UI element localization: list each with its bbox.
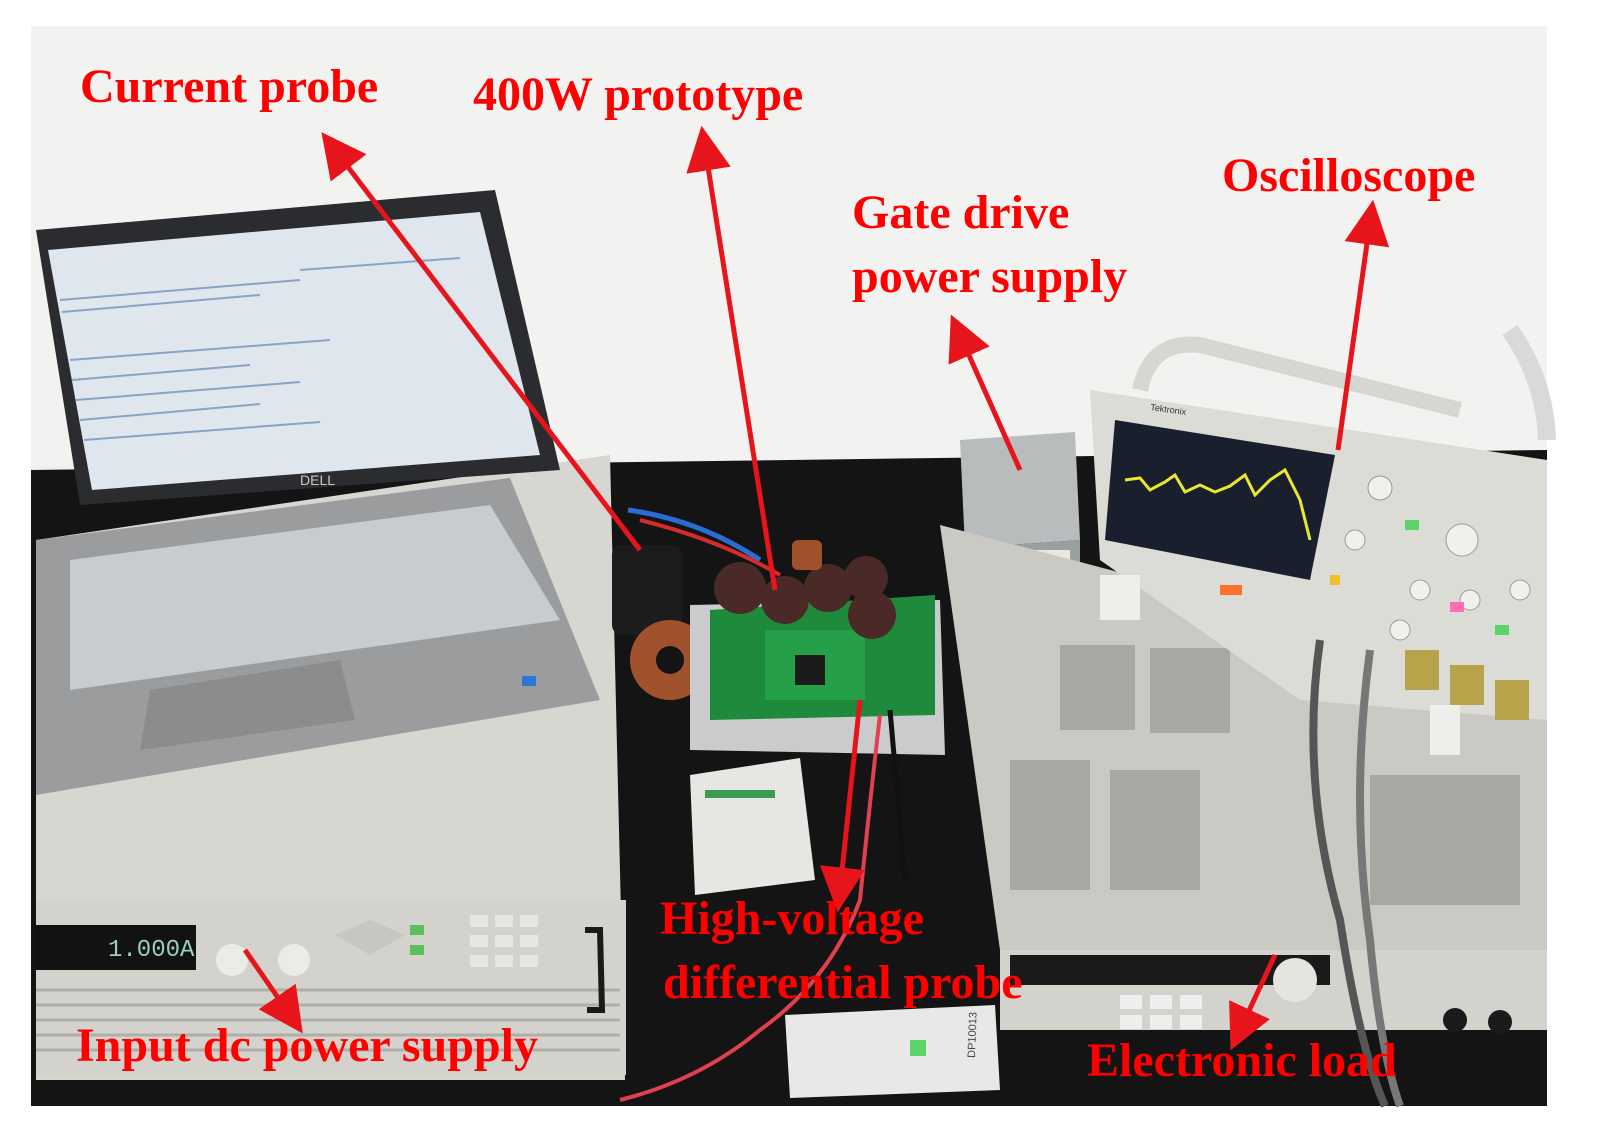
arrow-input-supply (242, 948, 303, 1034)
dp-probe-led (910, 1040, 926, 1056)
hv-probe-black-lead (887, 709, 908, 881)
capacitor-2 (761, 576, 809, 624)
laptop-screen-code-lines (59, 257, 461, 441)
load-knob (1273, 958, 1317, 1002)
load-terminal-2 (1488, 1010, 1512, 1034)
hv-probe-red-lead (619, 714, 882, 1102)
laptop-touchpad (140, 660, 355, 750)
scope-probe-cable-1 (1309, 639, 1389, 1108)
gate-supply-top (960, 432, 1080, 548)
load-vent-4 (1110, 770, 1200, 890)
load-terminal-1 (1443, 1008, 1467, 1032)
scope-handle (1132, 336, 1462, 418)
supply-knob-left (216, 944, 248, 976)
scope-foot-right (1430, 705, 1460, 755)
scope-screen (1105, 420, 1335, 580)
laptop: DELL (36, 190, 600, 795)
load-keypad (1120, 995, 1202, 1029)
label-oscilloscope: Oscilloscope (1222, 149, 1476, 202)
label-gate-drive-line1: Gate drive (852, 186, 1070, 239)
capacitor-1 (714, 562, 766, 614)
supply-keypad (410, 915, 538, 967)
supply-display-text: 1.000A (108, 937, 195, 964)
capacitor-5 (848, 591, 896, 639)
dp-probe-model: DP10013 (966, 1012, 980, 1058)
scope-foot-left (1100, 575, 1140, 620)
label-electronic-load: Electronic load (1087, 1034, 1397, 1087)
label-prototype: 400W prototype (473, 68, 804, 121)
load-vent-1 (1060, 645, 1135, 730)
supply-arrow-pad (335, 920, 405, 955)
load-vent-5 (1370, 775, 1520, 905)
label-hv-probe-line1: High-voltage (660, 892, 924, 945)
wall-pipe (1502, 324, 1556, 441)
scope-trace (1124, 467, 1312, 541)
supply-display (36, 925, 196, 970)
laptop-brand: DELL (300, 472, 335, 488)
hv-probe-box (690, 758, 815, 895)
laptop-sticker (522, 676, 536, 686)
laptop-keyboard (70, 505, 560, 690)
arrow-current-probe (321, 132, 642, 552)
supply-vent-grille (36, 988, 620, 1052)
label-current-probe: Current probe (80, 60, 379, 113)
supply-knob-right (278, 944, 310, 976)
label-hv-probe-line2: differential probe (663, 956, 1023, 1009)
arrow-gate-drive (948, 314, 1023, 472)
scope-controls (1220, 475, 1531, 641)
arrow-electronic-load (1229, 953, 1278, 1051)
small-inductor (792, 540, 822, 570)
toroid-core-hole (656, 646, 684, 674)
arrow-hv-probe (819, 699, 865, 913)
dp-probe-body (785, 1005, 1000, 1098)
label-gate-drive-line2: power supply (852, 250, 1128, 303)
arrow-oscilloscope (1335, 199, 1390, 451)
hv-probe-box-stripe (705, 790, 775, 798)
scope-bnc-inputs (1405, 650, 1529, 720)
label-input-supply: Input dc power supply (76, 1019, 538, 1072)
scope-probe-cable-2 (1356, 649, 1404, 1108)
capacitor-3 (804, 564, 852, 612)
current-probe-device (612, 507, 782, 635)
control-chip (795, 655, 825, 685)
supply-handle (585, 927, 606, 1013)
capacitor-4 (844, 556, 888, 600)
oscilloscope-device: Tektronix (1090, 336, 1547, 1108)
load-vent-2 (1150, 648, 1230, 733)
arrow-prototype (686, 125, 778, 591)
load-vent-3 (1010, 760, 1090, 890)
laptop-screen (48, 212, 540, 490)
